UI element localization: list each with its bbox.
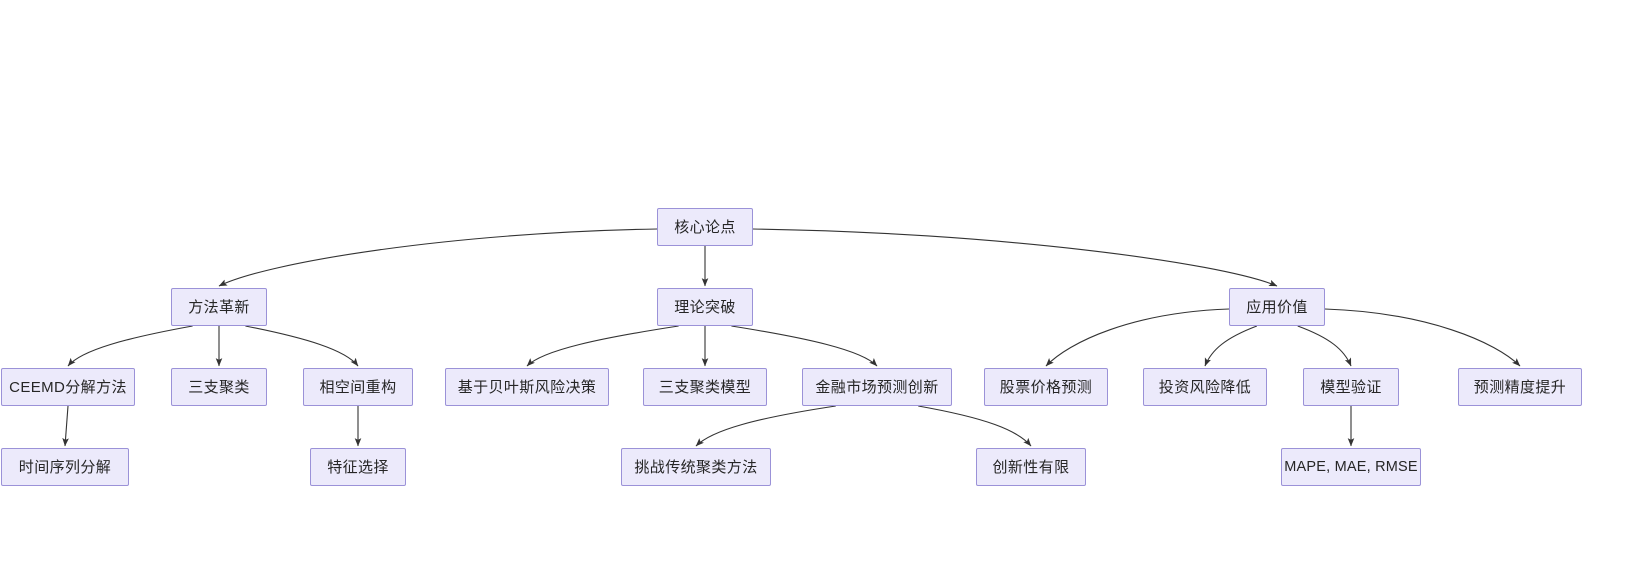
edge-l2c-to-l3g: [1045, 308, 1230, 367]
node-l4c[interactable]: 挑战传统聚类方法: [621, 448, 771, 486]
node-l3d[interactable]: 基于贝叶斯风险决策: [445, 368, 609, 406]
node-label: 挑战传统聚类方法: [634, 458, 758, 476]
edge-l3f-to-l4c: [695, 405, 836, 447]
node-label: 投资风险降低: [1158, 378, 1252, 396]
node-label: 预测精度提升: [1473, 378, 1567, 396]
node-label: 核心论点: [674, 218, 736, 236]
node-l3b[interactable]: 三支聚类: [171, 368, 267, 406]
node-l4e[interactable]: MAPE, MAE, RMSE: [1281, 448, 1421, 486]
node-label: 金融市场预测创新: [815, 378, 939, 396]
node-label: 模型验证: [1320, 378, 1382, 396]
node-label: CEEMD分解方法: [9, 378, 127, 396]
edge-l2b-to-l3d: [526, 325, 679, 367]
node-l4a[interactable]: 时间序列分解: [1, 448, 129, 486]
edge-l3f-to-l4d: [918, 405, 1032, 447]
node-l4b[interactable]: 特征选择: [310, 448, 406, 486]
edge-root-to-l2c: [752, 228, 1278, 287]
node-l3h[interactable]: 投资风险降低: [1143, 368, 1267, 406]
node-l3e[interactable]: 三支聚类模型: [643, 368, 767, 406]
edge-l2a-to-l3a: [67, 325, 193, 367]
node-label: 相空间重构: [319, 378, 397, 396]
node-l2a[interactable]: 方法革新: [171, 288, 267, 326]
node-l2b[interactable]: 理论突破: [657, 288, 753, 326]
node-l3j[interactable]: 预测精度提升: [1458, 368, 1582, 406]
node-label: 三支聚类: [188, 378, 250, 396]
node-l3a[interactable]: CEEMD分解方法: [1, 368, 135, 406]
node-label: 时间序列分解: [18, 458, 112, 476]
edge-l2b-to-l3f: [731, 325, 878, 367]
node-label: 方法革新: [188, 298, 250, 316]
node-root[interactable]: 核心论点: [657, 208, 753, 246]
node-label: 应用价值: [1246, 298, 1308, 316]
node-l3g[interactable]: 股票价格预测: [984, 368, 1108, 406]
edge-l2a-to-l3c: [245, 325, 359, 367]
edge-l3a-to-l4a: [62, 405, 69, 447]
node-l2c[interactable]: 应用价值: [1229, 288, 1325, 326]
edge-root-to-l2a: [218, 228, 658, 287]
node-label: 三支聚类模型: [658, 378, 752, 396]
edge-l2c-to-l3j: [1324, 308, 1521, 367]
node-l3f[interactable]: 金融市场预测创新: [802, 368, 952, 406]
node-l3c[interactable]: 相空间重构: [303, 368, 413, 406]
node-label: 理论突破: [674, 298, 736, 316]
node-l4d[interactable]: 创新性有限: [976, 448, 1086, 486]
node-label: MAPE, MAE, RMSE: [1284, 458, 1418, 475]
node-label: 创新性有限: [992, 458, 1070, 476]
node-label: 股票价格预测: [999, 378, 1093, 396]
node-label: 基于贝叶斯风险决策: [457, 378, 597, 396]
node-label: 特征选择: [327, 458, 389, 476]
node-l3i[interactable]: 模型验证: [1303, 368, 1399, 406]
edge-l2c-to-l3i: [1297, 325, 1352, 367]
edge-l2c-to-l3h: [1204, 325, 1258, 367]
